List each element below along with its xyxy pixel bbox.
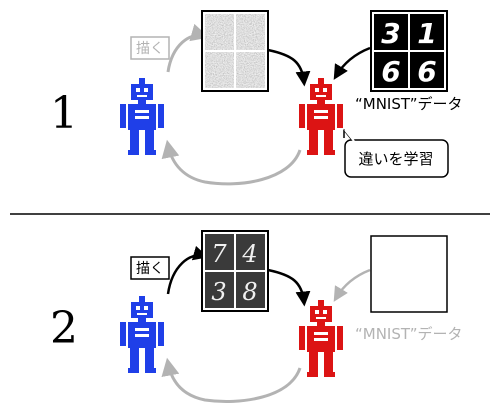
mnist-digit: 6 [417, 55, 436, 88]
arc-red-to-blue [161, 357, 302, 403]
noise-sample-grid [201, 10, 269, 92]
draw-tag-label: 描く [136, 261, 164, 277]
mnist-digit: 1 [417, 17, 436, 50]
step-number-1: 1 [50, 88, 78, 139]
noise-tile [236, 14, 265, 50]
discriminator-robot [299, 78, 343, 155]
generator-robot [120, 78, 164, 155]
mnist-sample-grid: 3 1 6 6 [370, 10, 448, 92]
generated-digit: 7 [211, 240, 227, 268]
mnist-digit: 6 [381, 55, 400, 88]
generated-digit: 8 [242, 278, 257, 306]
learn-callout: 違いを学習 [343, 129, 449, 178]
arc-blue-to-samples [166, 23, 210, 73]
panel-2: 2 描く 7 4 3 8 “MNIST”データ [50, 230, 462, 403]
draw-tag-box [130, 256, 170, 280]
generator-robot [120, 296, 164, 373]
noise-tile [205, 52, 234, 88]
noise-tile [205, 14, 234, 50]
noise-tile [236, 52, 265, 88]
mnist-digit: 3 [381, 17, 400, 50]
arc-blue-to-generated [166, 245, 209, 295]
generated-digit: 3 [211, 278, 226, 306]
discriminator-robot [299, 300, 343, 377]
panel-1: 1 描く 3 1 6 6 [50, 10, 462, 186]
mnist-caption-muted: “MNIST”データ [355, 325, 462, 343]
arrow-mnist-to-red [333, 46, 371, 80]
arrow-generated-to-red [267, 268, 311, 307]
mnist-caption: “MNIST”データ [355, 95, 462, 113]
generated-digit: 4 [241, 240, 257, 268]
draw-tag-label: 描く [136, 41, 164, 57]
arc-red-to-blue [161, 139, 302, 186]
draw-tag-box [130, 36, 170, 60]
arrow-samples-to-red [267, 48, 311, 87]
generated-sample-grid: 7 4 3 8 [201, 230, 269, 312]
learn-callout-text: 違いを学習 [358, 150, 433, 168]
step-number-2: 2 [50, 303, 78, 354]
arrow-mnist-to-red-muted [333, 268, 371, 302]
mnist-empty-box [370, 235, 448, 313]
